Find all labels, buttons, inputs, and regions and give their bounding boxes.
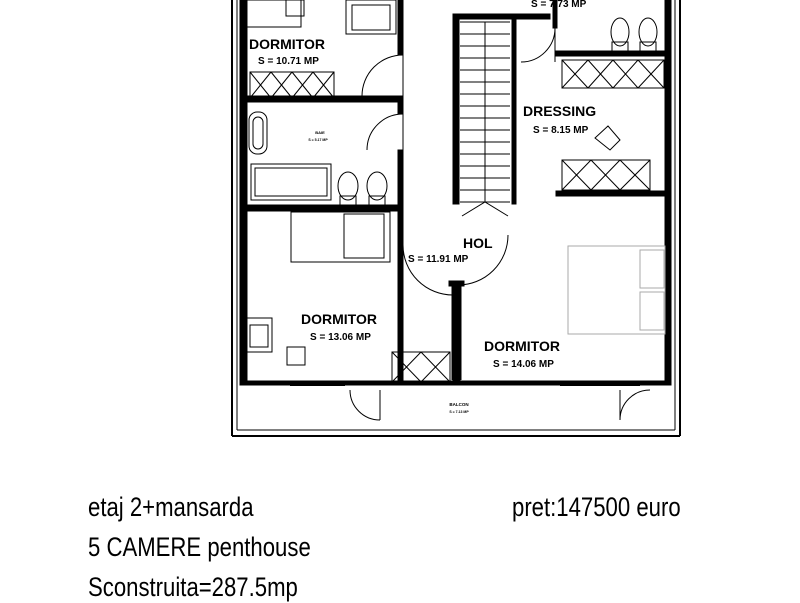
dormitor-bottom-right-name: DORMITOR <box>484 338 560 354</box>
dormitor-bottom-left-name: DORMITOR <box>301 311 377 327</box>
balcon-area: S = 7.13 MP <box>449 410 469 414</box>
bath-top-right-area: S = 7.73 MP <box>531 0 587 10</box>
dormitor-bottom-right-area: S = 14.06 MP <box>493 359 554 370</box>
dormitor-top-left-area: S = 10.71 MP <box>258 56 319 67</box>
baie-name: BAIE <box>315 130 325 135</box>
dressing-area: S = 8.15 MP <box>533 125 589 136</box>
caption-floor: etaj 2+mansarda <box>88 492 254 522</box>
furniture <box>244 0 666 383</box>
hol-area: S = 11.91 MP <box>408 254 469 265</box>
doors <box>290 27 651 421</box>
walls <box>231 0 681 437</box>
caption-built-area: Sconstruita=287.5mp <box>88 572 298 602</box>
dormitor-top-left-name: DORMITOR <box>249 36 325 52</box>
dormitor-bottom-left-area: S = 13.06 MP <box>310 332 371 343</box>
floor-plan: DORMITOR S = 10.71 MP S = 7.73 MP BAIE S… <box>231 0 681 437</box>
baie-area: S = 5.17 MP <box>308 138 328 142</box>
room-labels: DORMITOR S = 10.71 MP S = 7.73 MP BAIE S… <box>249 0 596 414</box>
hol-name: HOL <box>463 235 493 251</box>
caption-rooms: 5 CAMERE penthouse <box>88 532 311 562</box>
balcon-name: BALCON <box>449 402 468 407</box>
caption-price: pret:147500 euro <box>512 492 681 522</box>
dressing-name: DRESSING <box>523 103 596 119</box>
stairs <box>460 21 510 217</box>
